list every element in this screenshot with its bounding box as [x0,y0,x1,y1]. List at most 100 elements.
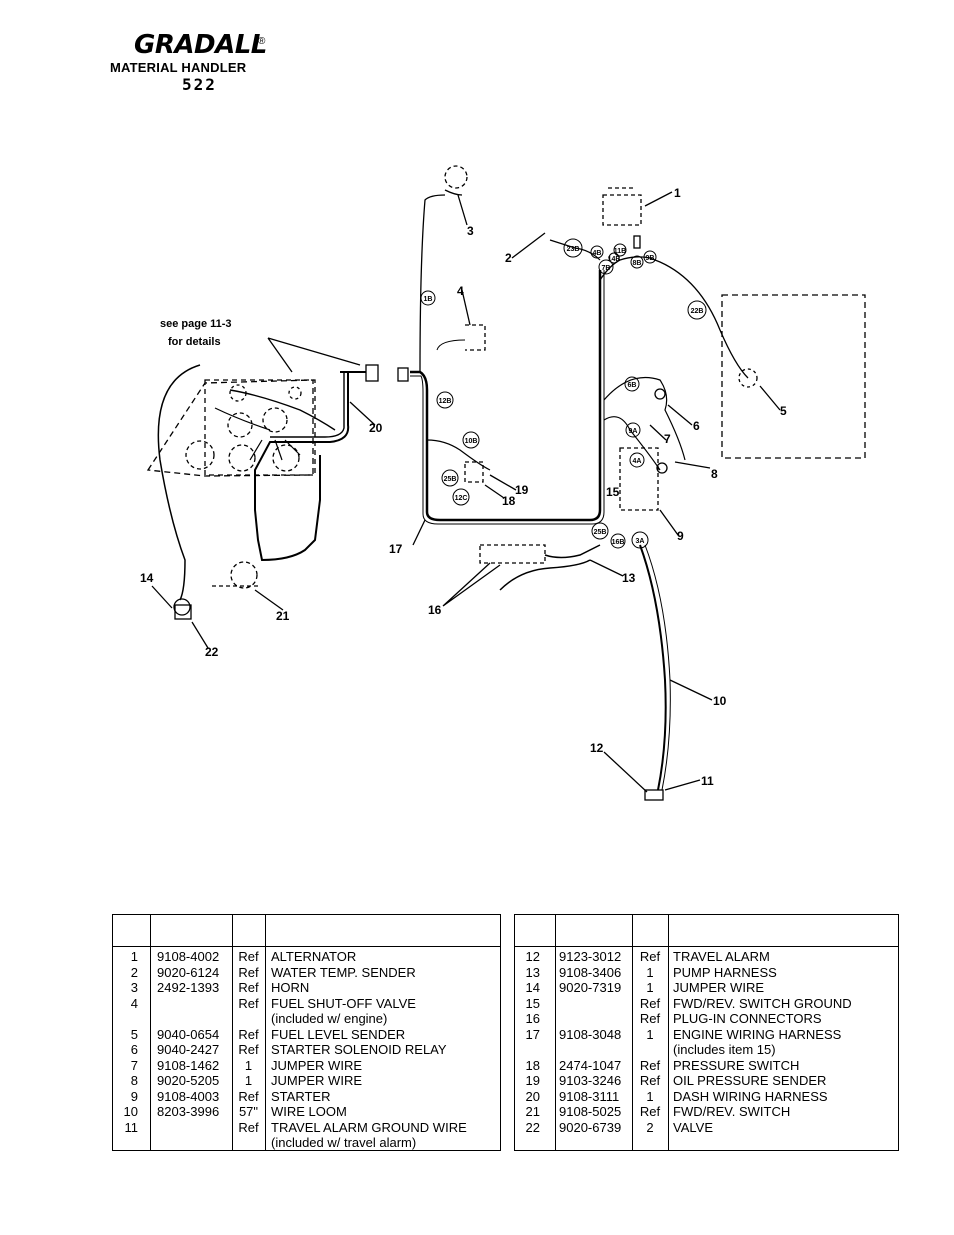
quantity: Ref [238,1026,259,1042]
description: WATER TEMP. SENDER [271,964,416,980]
part-number: 9108-3048 [559,1026,622,1042]
item-number: 15 [525,995,540,1011]
item-number: 9 [130,1088,138,1104]
part-number: 9108-3406 [559,964,622,980]
description: (included w/ engine) [271,1011,388,1026]
quantity: 57" [238,1104,259,1119]
wire-tag-25b: 25B [444,476,457,483]
item-number: 11 [124,1119,139,1135]
item-number: 2 [130,964,138,980]
item-number: 19 [525,1073,540,1088]
callout-7: 7 [664,432,671,446]
description: TRAVEL ALARM GROUND WIRE [271,1119,467,1135]
item-number: 18 [525,1057,540,1073]
description: FWD/REV. SWITCH [673,1104,791,1119]
table-row: 11 Ref TRAVEL ALARM GROUND WIRE [113,1120,500,1136]
brand-name: GRADALL [134,30,267,60]
wire-tag-9a: 9A [629,428,638,435]
item-number: 16 [525,1011,540,1026]
wire-tag-8b: 8B [633,260,642,267]
quantity: 1 [244,1073,253,1088]
item-number: 3 [130,980,138,995]
wire-tag-11b: 11B [614,248,626,255]
wire-tag-14b: 14B [608,256,621,263]
part-number: 9103-3246 [559,1073,622,1088]
part-number: 9020-6739 [559,1119,622,1135]
quantity: Ref [639,1104,661,1119]
wire-tag-22b: 22B [691,308,704,315]
quantity: 1 [244,1057,253,1073]
wire-tag-1b: 1B [424,296,433,303]
table-row: 7 9108-1462 1 JUMPER WIRE [113,1058,500,1074]
description: OIL PRESSURE SENDER [673,1073,827,1088]
wire-tag-10b: 10B [465,438,478,445]
description: DASH WIRING HARNESS [673,1088,828,1104]
callout-15: 15 [606,485,620,499]
description: HORN [271,980,310,995]
description: WIRE LOOM [271,1104,347,1119]
description: STARTER SOLENOID RELAY [271,1042,447,1057]
wire-tag-12b: 12B [439,398,452,405]
table-row: (included w/ engine) [113,1011,500,1027]
table-row: (included w/ travel alarm) [113,1135,500,1151]
callout-18: 18 [502,494,516,508]
description: ALTERNATOR [271,949,357,964]
diagram-note-line1: see page 11-3 [160,318,232,330]
product-name: MATERIAL HANDLER [110,60,247,75]
callout-3: 3 [467,224,474,238]
item-number: 21 [525,1104,540,1119]
wire-tag-16b: 16B [612,539,625,546]
callout-8: 8 [711,467,718,481]
description: JUMPER WIRE [673,980,764,995]
wire-tag-7b: 7B [602,265,611,272]
part-number: 9108-1462 [157,1057,220,1073]
callout-10: 10 [713,694,727,708]
wire-tag-6b: 6B [628,382,637,389]
description: PRESSURE SWITCH [673,1057,800,1073]
part-number: 9108-3111 [559,1088,620,1104]
callout-19: 19 [515,483,529,497]
wire-tag-9b: 9B [646,255,655,262]
part-number: 9108-4003 [157,1088,220,1104]
part-number: 9020-6124 [157,964,220,980]
item-number: 10 [123,1104,138,1119]
item-number: 7 [130,1057,138,1073]
description: ENGINE WIRING HARNESS [673,1026,842,1042]
description: JUMPER WIRE [271,1057,362,1073]
description: JUMPER WIRE [271,1073,362,1088]
callout-13: 13 [622,571,636,585]
description: FUEL SHUT-OFF VALVE [271,995,416,1011]
wire-tag-4a: 4A [633,458,642,465]
callout-4: 4 [457,284,464,298]
description: STARTER [271,1088,331,1104]
quantity: Ref [238,995,259,1011]
description: FWD/REV. SWITCH GROUND [673,995,852,1011]
quantity: Ref [238,1119,259,1135]
part-number: 9020-5205 [157,1073,220,1088]
part-number: 9040-0654 [157,1026,220,1042]
part-number: 8203-3996 [157,1104,220,1119]
callout-21: 21 [276,609,290,623]
table-header [515,915,898,947]
part-number: 9020-7319 [559,980,622,995]
part-number: 9108-5025 [559,1104,622,1119]
wire-tag-3a: 3A [636,538,645,545]
wire-tag-25b-lower: 25B [594,529,607,536]
item-number: 17 [525,1026,540,1042]
callout-12: 12 [590,741,604,755]
wire-tag-23b: 23B [567,246,580,253]
callout-16: 16 [428,603,442,617]
quantity: Ref [639,1011,661,1026]
item-number: 22 [525,1119,540,1135]
item-number: 12 [525,949,540,964]
callout-14: 14 [140,571,154,585]
